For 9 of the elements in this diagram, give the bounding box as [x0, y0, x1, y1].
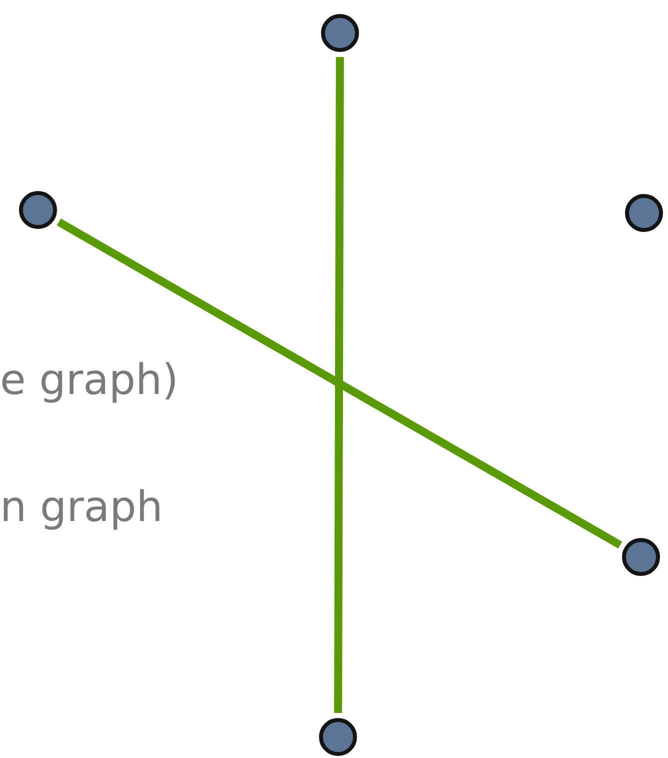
graph-vertex: [321, 14, 359, 52]
graph-vertex: [19, 191, 57, 229]
graph-vertex: [319, 718, 357, 756]
text-label: e graph): [0, 355, 179, 404]
graph-edge: [56, 218, 622, 548]
graph-vertex: [625, 194, 663, 232]
text-label: n graph: [0, 482, 163, 531]
graph-vertex: [622, 538, 660, 576]
graph-edge: [334, 56, 344, 714]
